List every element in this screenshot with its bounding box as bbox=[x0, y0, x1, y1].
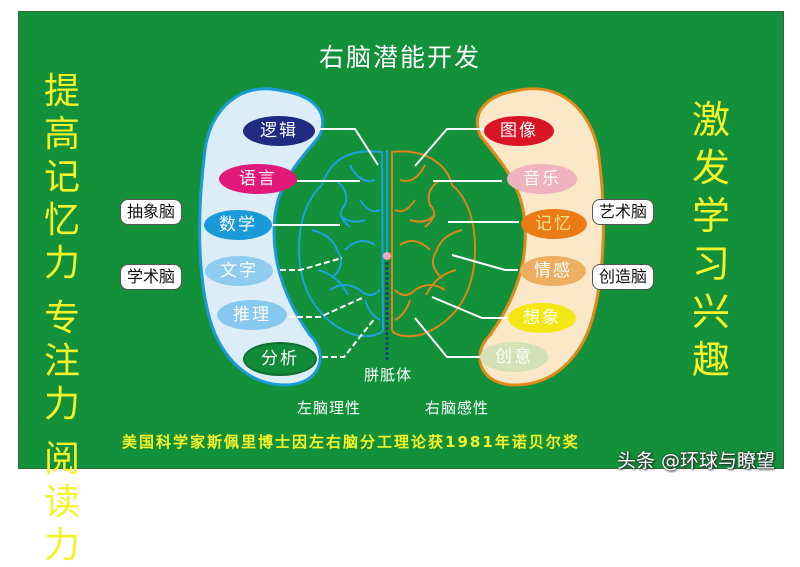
watermark: 头条 @环球与瞭望 bbox=[617, 450, 776, 472]
left-connectors bbox=[262, 128, 379, 358]
pill-creativity: 创意 bbox=[480, 342, 548, 372]
right-connectors bbox=[414, 128, 519, 358]
left-brain-caption: 左脑理性 bbox=[297, 399, 362, 417]
pill-math: 数学 bbox=[204, 210, 272, 240]
footer-note: 美国科学家斯佩里博士因左右脑分工理论获1981年诺贝尔奖 bbox=[122, 433, 580, 451]
tag-abstract-brain: 抽象脑 bbox=[120, 199, 183, 225]
pill-music: 音乐 bbox=[507, 164, 577, 194]
slogan-char: 专 bbox=[43, 298, 80, 339]
tag-creative-brain: 创造脑 bbox=[592, 264, 655, 290]
slogan-char: 力 bbox=[43, 525, 80, 566]
slogan-char: 力 bbox=[43, 243, 80, 284]
pill-memory: 记忆 bbox=[521, 209, 587, 239]
pill-language: 语言 bbox=[219, 164, 297, 194]
slogan-char: 高 bbox=[43, 114, 80, 155]
green-board bbox=[18, 11, 784, 469]
page-title: 右脑潜能开发 bbox=[318, 43, 481, 72]
pill-text: 文字 bbox=[205, 256, 273, 286]
slogan-char: 提 bbox=[43, 71, 80, 112]
slogan-char: 忆 bbox=[43, 200, 80, 241]
slogan-char: 阅 bbox=[43, 439, 80, 480]
brain-diagram bbox=[198, 87, 605, 387]
slogan-char: 力 bbox=[43, 384, 80, 425]
corpus-callosum-label: 胼胝体 bbox=[364, 366, 413, 384]
tag-academic-brain: 学术脑 bbox=[120, 264, 183, 290]
slogan-char: 激 bbox=[691, 98, 730, 142]
slogan-char: 学 bbox=[691, 194, 730, 238]
slogan-char: 发 bbox=[691, 146, 730, 190]
slogan-char: 记 bbox=[43, 157, 80, 198]
right-brain-caption: 右脑感性 bbox=[425, 399, 490, 417]
slogan-char: 注 bbox=[43, 341, 80, 382]
slogan-char: 读 bbox=[43, 482, 80, 523]
corpus-callosum-dot bbox=[383, 252, 391, 260]
slogan-char: 习 bbox=[691, 242, 730, 286]
tag-art-brain: 艺术脑 bbox=[592, 199, 655, 225]
pill-analysis: 分析 bbox=[243, 342, 317, 376]
pill-imagination: 想象 bbox=[508, 303, 576, 333]
pill-logic: 逻辑 bbox=[243, 116, 315, 146]
right-brain-icon bbox=[391, 150, 476, 338]
slogan-char: 趣 bbox=[691, 338, 730, 382]
pill-reasoning: 推理 bbox=[217, 300, 287, 330]
pill-image: 图像 bbox=[484, 116, 554, 146]
left-brain-icon bbox=[298, 150, 385, 338]
right-vertical-slogan: 激 发 学 习 兴 趣 bbox=[689, 96, 733, 384]
pill-emotion: 情感 bbox=[520, 256, 586, 286]
slogan-char: 兴 bbox=[691, 290, 730, 334]
